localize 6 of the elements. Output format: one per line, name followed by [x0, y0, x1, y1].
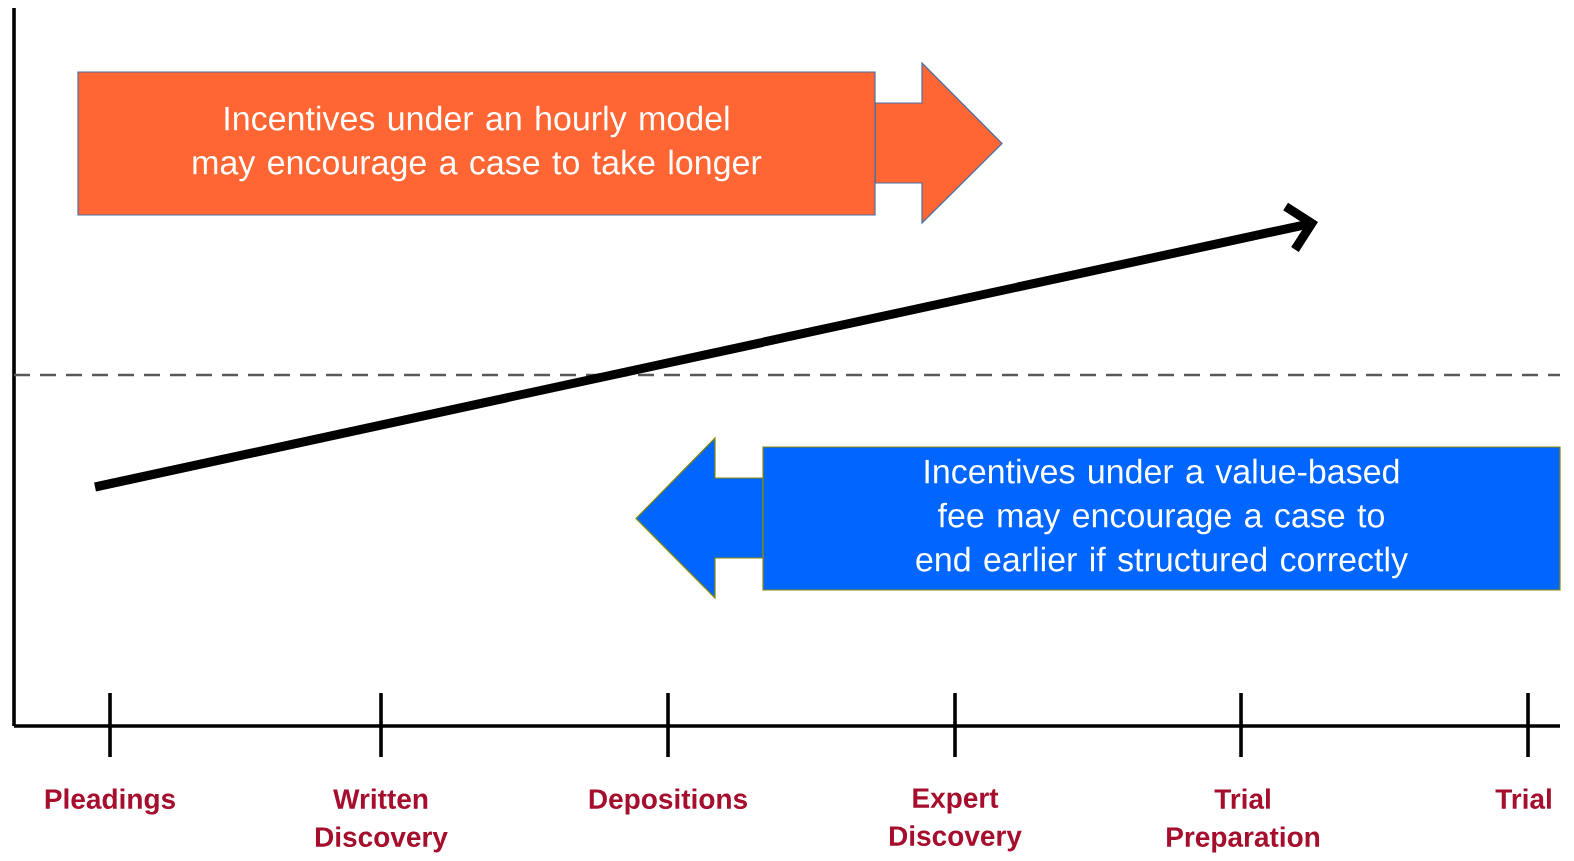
stage-label: Depositions [589, 788, 747, 815]
stage-label: Expert Discovery [889, 788, 1022, 852]
stage-label: Pleadings [45, 788, 175, 815]
stage-label: Trial Preparation [1167, 788, 1320, 853]
stage-label: Trial [1495, 788, 1551, 809]
stage-label: Written Discovery [315, 788, 448, 853]
